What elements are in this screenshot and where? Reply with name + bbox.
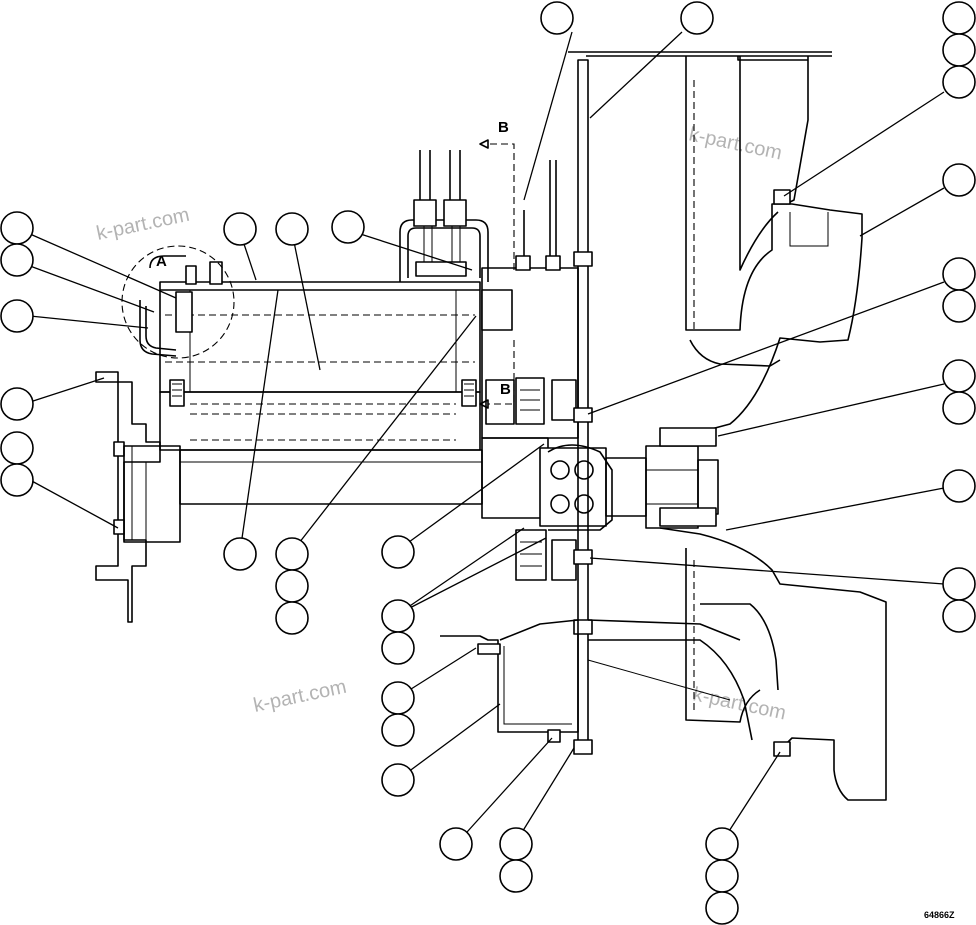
callout-bubble xyxy=(540,1,574,35)
watermark-3: k-part.com xyxy=(251,676,348,717)
watermark-1: k-part.com xyxy=(94,204,191,245)
section-b-label-bottom: B xyxy=(500,381,511,398)
leader-line xyxy=(29,265,155,313)
callout-bubble xyxy=(0,299,34,333)
callout-bubble xyxy=(705,827,739,861)
leader-line xyxy=(399,703,501,779)
leader-line xyxy=(457,737,553,843)
callout-bubble xyxy=(275,212,309,246)
gear-housing xyxy=(440,619,579,743)
callout-bubble xyxy=(942,257,976,291)
coupling-adapter: B B xyxy=(479,119,613,581)
leader-line xyxy=(397,443,545,551)
callout-bubble xyxy=(331,210,365,244)
callout-bubble xyxy=(942,567,976,601)
callout-bubble xyxy=(942,33,976,67)
leader-line xyxy=(859,187,945,237)
leader-line xyxy=(397,527,525,615)
leader-line xyxy=(589,557,945,585)
callout-bubble xyxy=(275,569,309,603)
callout-bubble xyxy=(0,387,34,421)
leader-line xyxy=(291,315,477,553)
callout-bubble xyxy=(499,827,533,861)
motor-housing xyxy=(139,255,483,505)
lower-housing xyxy=(587,527,887,801)
callout-bubble xyxy=(0,431,34,465)
callout-bubble xyxy=(680,1,714,35)
callout-bubble xyxy=(381,535,415,569)
callout-bubble xyxy=(0,243,34,277)
callout-bubble xyxy=(275,537,309,571)
section-b-label-top: B xyxy=(498,119,509,136)
callout-bubble xyxy=(705,859,739,893)
callout-bubble xyxy=(499,859,533,893)
callout-bubble xyxy=(942,599,976,633)
leader-line xyxy=(587,281,945,415)
left-mounting-flange xyxy=(95,371,181,623)
callout-bubble xyxy=(942,359,976,393)
leader-line xyxy=(523,31,573,201)
callout-bubble xyxy=(942,65,976,99)
detail-a-label: A xyxy=(156,253,167,270)
leader-line xyxy=(347,229,473,271)
leader-line xyxy=(29,233,177,299)
callout-bubble xyxy=(381,599,415,633)
leader-line xyxy=(29,479,119,529)
leader-line xyxy=(515,747,575,843)
callout-bubble xyxy=(381,713,415,747)
leader-line xyxy=(239,289,279,553)
leader-line xyxy=(721,751,781,843)
callout-bubble xyxy=(439,827,473,861)
leader-line xyxy=(291,231,321,371)
leader-line xyxy=(725,487,945,531)
leader-line xyxy=(29,315,149,329)
upper-housing xyxy=(568,51,863,433)
callout-bubble xyxy=(942,1,976,35)
centre-plate xyxy=(573,59,593,755)
callout-bubble xyxy=(705,891,739,925)
callout-bubble xyxy=(942,469,976,503)
callout-bubble xyxy=(275,601,309,635)
callout-bubble xyxy=(381,681,415,715)
leader-line xyxy=(783,91,945,197)
callout-bubble xyxy=(942,289,976,323)
callout-bubble xyxy=(223,212,257,246)
leader-line xyxy=(589,31,683,119)
leader-line xyxy=(397,537,547,615)
watermark-2: k-part.com xyxy=(687,123,784,164)
watermarks: k-part.com k-part.com k-part.com k-part.… xyxy=(94,123,787,724)
callout-bubble xyxy=(223,537,257,571)
leader-line xyxy=(399,647,477,697)
callout-bubble xyxy=(381,631,415,665)
leader-lines xyxy=(29,31,945,843)
callout-bubble xyxy=(942,163,976,197)
callout-bubble xyxy=(0,211,34,245)
callout-bubble xyxy=(381,763,415,797)
leader-line xyxy=(29,377,105,403)
leader-line xyxy=(717,383,945,437)
output-hub xyxy=(605,427,719,529)
callout-bubble xyxy=(0,463,34,497)
callout-bubble xyxy=(942,391,976,425)
detail-a-callout: A xyxy=(121,245,235,359)
terminal-box xyxy=(399,150,489,282)
drawing-code: 64866Z xyxy=(924,910,955,920)
